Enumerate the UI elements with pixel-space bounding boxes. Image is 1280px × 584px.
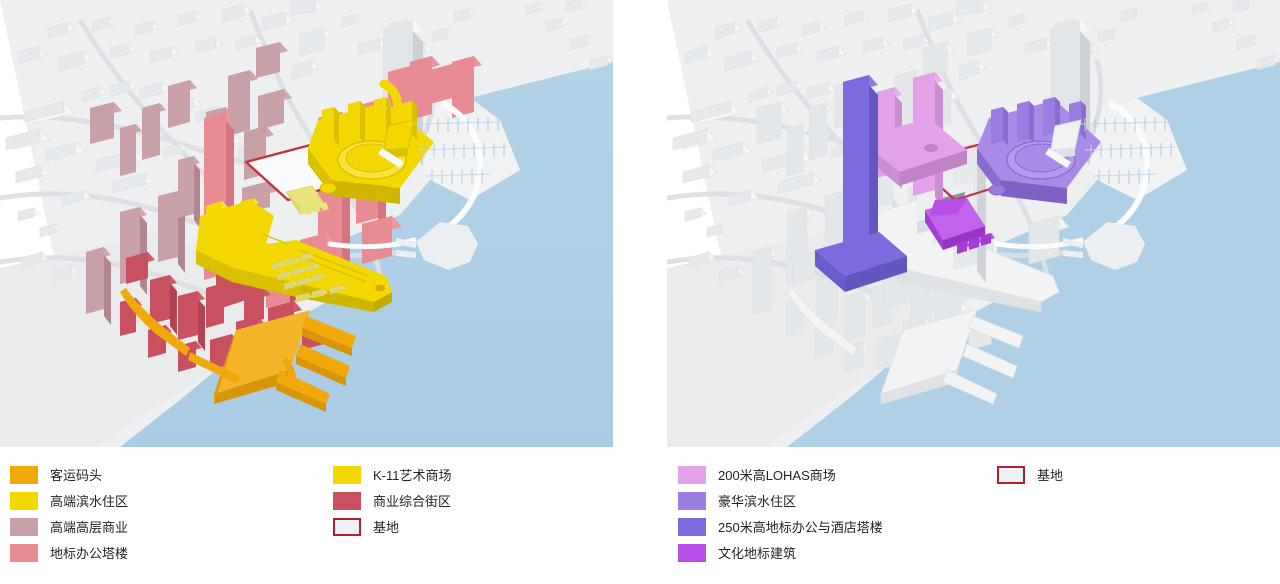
right-scene-render: [667, 0, 1280, 447]
legend-item[interactable]: 商业综合街区: [333, 488, 452, 514]
high-end-waterfront-residential-massing: [196, 198, 392, 312]
legend-item[interactable]: 豪华滨水住区: [678, 488, 883, 514]
legend-item-label: 豪华滨水住区: [718, 493, 797, 509]
legend-item-label: 高端高层商业: [50, 519, 129, 535]
left-scene-render: [0, 0, 613, 447]
existing-context-massing-diagram: [0, 0, 613, 447]
color-swatch: [678, 492, 706, 510]
legend-item-label: 商业综合街区: [373, 493, 452, 509]
legend-item-label: 200米高LOHAS商场: [718, 467, 836, 483]
luxury-waterfront-residential-massing: [977, 97, 1101, 204]
legend-item[interactable]: K-11艺术商场: [333, 462, 452, 488]
color-swatch: [678, 466, 706, 484]
color-swatch: [10, 518, 38, 536]
color-swatch: [333, 492, 361, 510]
legend-item[interactable]: 地标办公塔楼: [10, 540, 128, 566]
legend-item[interactable]: 高端滨水住区: [10, 488, 128, 514]
passenger-cruise-terminal-massing: [120, 288, 356, 412]
proposed-scheme-massing-diagram: [667, 0, 1280, 447]
legend-item[interactable]: 200米高LOHAS商场: [678, 462, 883, 488]
lohas-mall-200m-massing: [859, 72, 967, 208]
legend-left-column-1: 客运码头高端滨水住区高端高层商业地标办公塔楼: [10, 462, 128, 566]
water-peninsula: [396, 222, 478, 270]
legend-item-label: K-11艺术商场: [373, 467, 452, 483]
color-swatch: [10, 466, 38, 484]
cultural-landmark-building-massing: [925, 198, 995, 254]
legend-item[interactable]: 客运码头: [10, 462, 128, 488]
color-swatch: [678, 518, 706, 536]
legend-item[interactable]: 基地: [997, 462, 1063, 488]
color-swatch: [333, 466, 361, 484]
outline-swatch: [333, 518, 361, 536]
legend-item-label: 高端滨水住区: [50, 493, 129, 509]
color-swatch: [10, 492, 38, 510]
legend-item-label: 250米高地标办公与酒店塔楼: [718, 519, 883, 535]
legend-item-label: 基地: [1037, 467, 1064, 483]
low-rise-housing-pods: [271, 252, 347, 303]
legend-left-column-2: K-11艺术商场商业综合街区基地: [333, 462, 452, 540]
color-swatch: [678, 544, 706, 562]
legend-item[interactable]: 基地: [333, 514, 452, 540]
legend-item-label: 文化地标建筑: [718, 545, 797, 561]
pale-yellow-pavilion: [285, 185, 329, 215]
legend-item[interactable]: 高端高层商业: [10, 514, 128, 540]
legend-right-column-1: 200米高LOHAS商场豪华滨水住区 250米高地标办公与酒店塔楼文化地标建筑: [678, 462, 883, 566]
water-peninsula: [1063, 222, 1145, 270]
landmark-office-hotel-tower-250m-massing: [815, 75, 907, 292]
legend-item-label: 客运码头: [50, 467, 103, 483]
legend-item-label: 基地: [373, 519, 400, 535]
legend-right-column-2: 基地: [997, 462, 1063, 488]
legend-item-label: 地标办公塔楼: [50, 545, 129, 561]
outline-swatch: [997, 466, 1025, 484]
color-swatch: [10, 544, 38, 562]
legend-item[interactable]: 文化地标建筑: [678, 540, 883, 566]
legend-item[interactable]: 250米高地标办公与酒店塔楼: [678, 514, 883, 540]
